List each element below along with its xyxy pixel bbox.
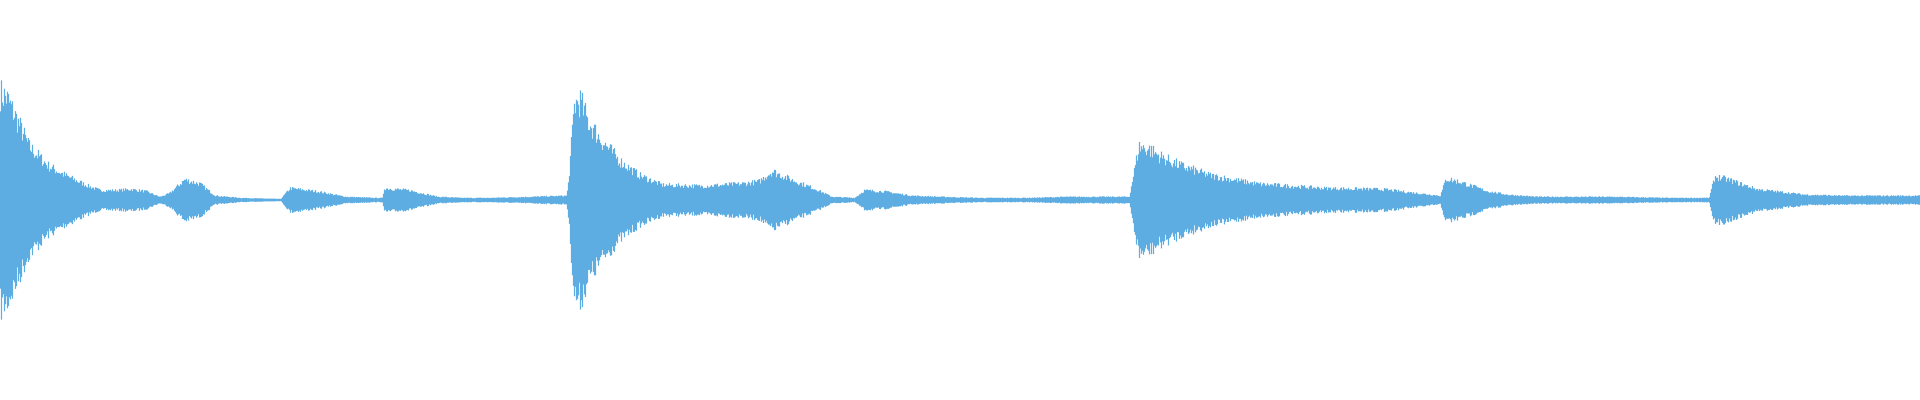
waveform-bars	[0, 80, 1920, 320]
waveform-centerline	[0, 199, 1920, 201]
